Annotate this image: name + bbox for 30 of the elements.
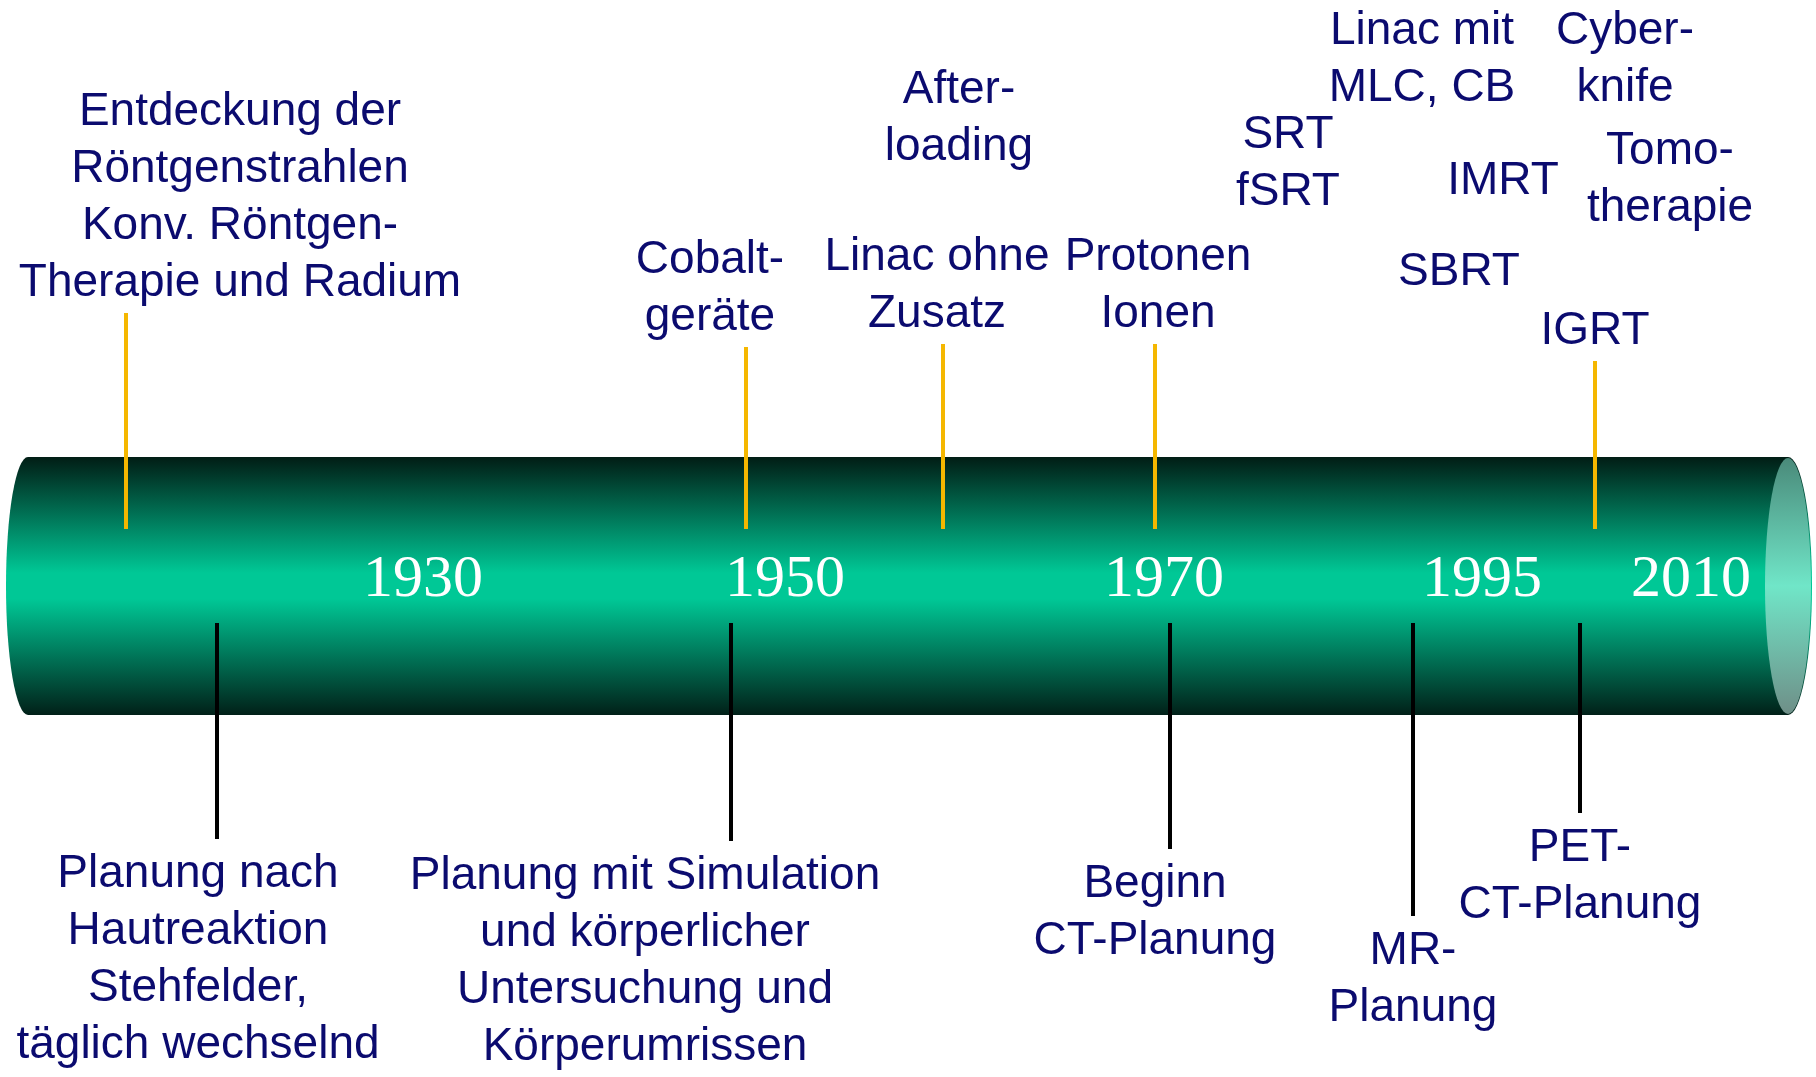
technique-label: SBRT [1398,242,1520,297]
tick-line [1153,344,1157,529]
event-label: Beginn CT-Planung [1033,853,1277,967]
tick-line [1578,623,1582,813]
technique-label: IMRT [1447,151,1559,206]
tick-line [729,623,733,841]
year-label: 1930 [363,542,483,611]
technique-label: Tomo-therapie [1586,121,1754,233]
event-label: IGRT [1540,300,1650,357]
event-label: Cobalt-geräte [635,229,785,343]
tick-line [941,344,945,529]
event-label: Planung nach Hautreaktion Stehfelder, täglich wechselnd [16,843,380,1071]
year-label: 1995 [1422,542,1542,611]
year-label: 1970 [1104,542,1224,611]
event-label: Planung mit Simulation und körperlicher Untersuchung und Körperumrissen [409,845,881,1073]
event-label: Entdeckung der Röntgenstrahlen [70,82,410,194]
event-label: Linac ohne Zusatz [824,226,1050,340]
tick-line [1168,623,1172,849]
tick-line [215,623,219,839]
event-label: Konv. Röntgen-Therapie und Radium [18,196,462,308]
year-label: 2010 [1631,542,1751,611]
technique-label: After-loading [884,60,1034,172]
technique-label: Cyber-knife [1556,1,1694,113]
tick-line [744,347,748,529]
year-label: 1950 [725,542,845,611]
tick-line [124,313,128,529]
tick-line [1593,361,1597,529]
event-label: Protonen Ionen [1064,226,1252,340]
tick-line [1411,623,1415,916]
timeline-tube [6,457,1812,715]
